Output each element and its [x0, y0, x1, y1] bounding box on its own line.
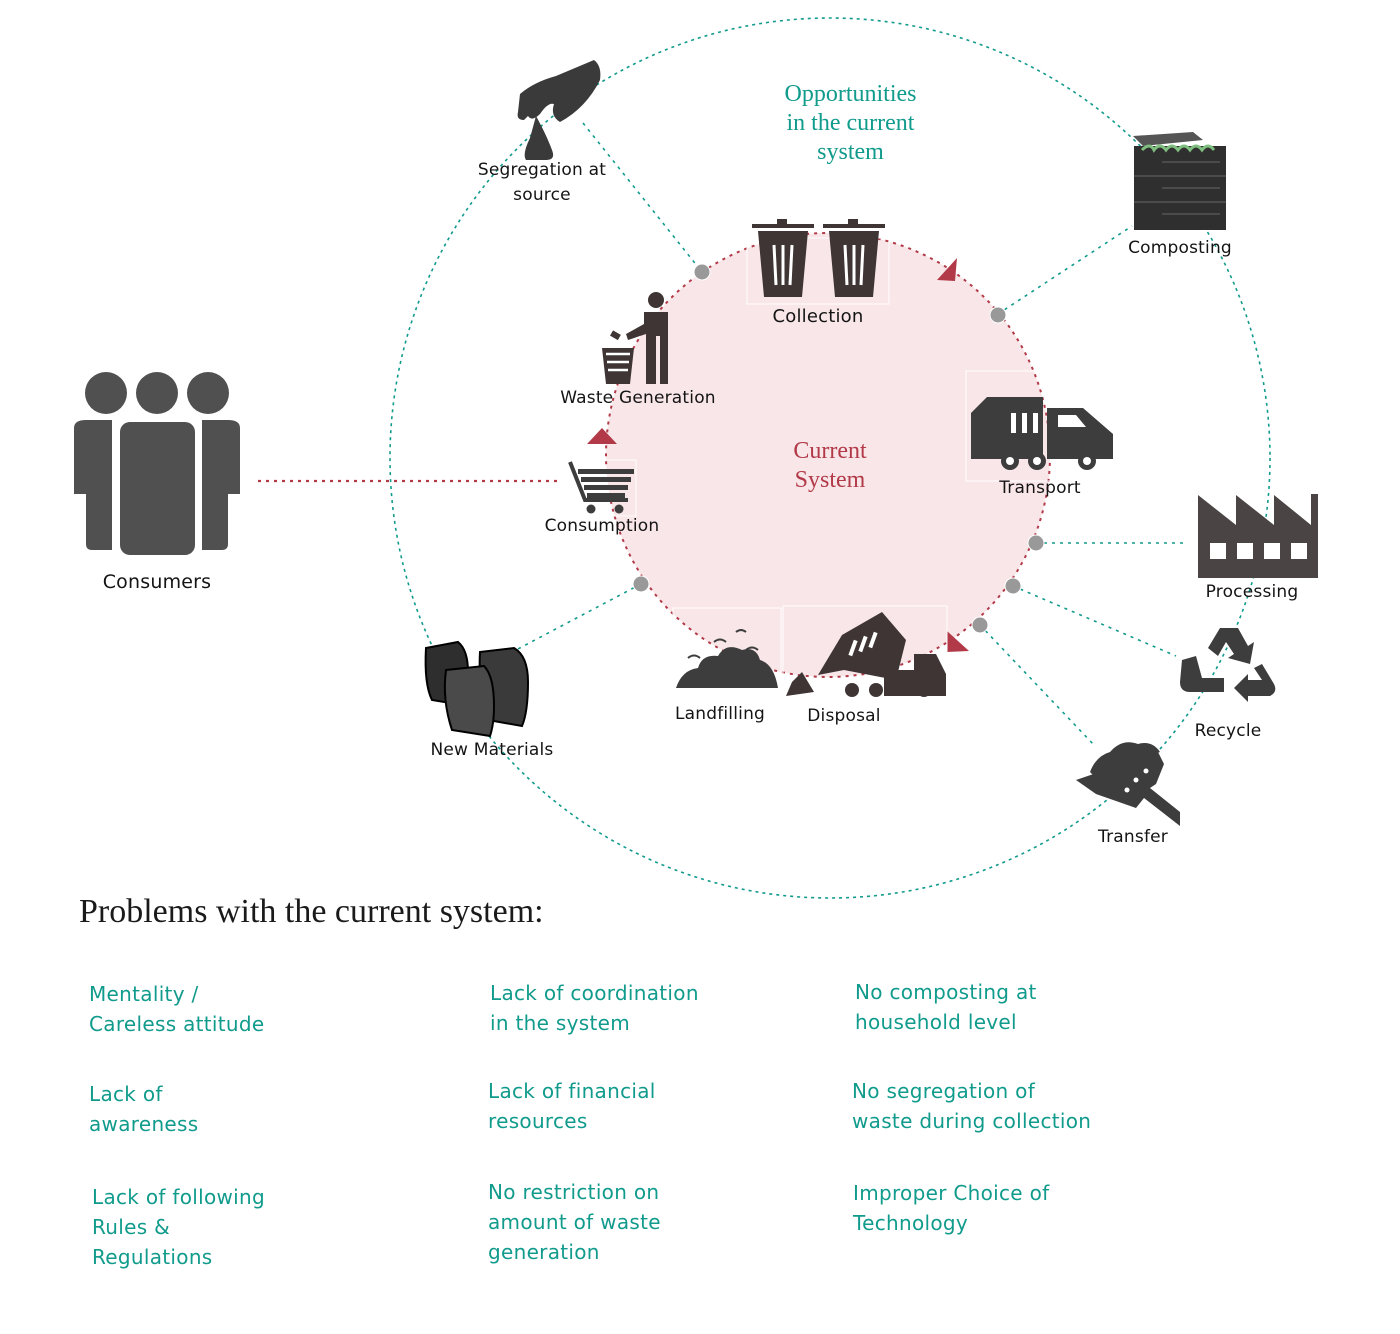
compost-bin-icon — [1133, 132, 1226, 230]
problem-item: Lack of coordination in the system — [490, 981, 699, 1035]
landfilling-label: Landfilling — [674, 704, 766, 724]
hand-picking-icon — [517, 60, 601, 160]
shopping-cart-icon — [568, 459, 637, 517]
consumption-label: Consumption — [544, 516, 660, 536]
transfer-label: Transfer — [1098, 827, 1168, 847]
current-system-title: Current System — [793, 438, 867, 493]
waste-cycle-diagram — [74, 17, 1318, 899]
problem-item: No restriction on amount of waste genera… — [488, 1180, 661, 1264]
garbage-truck-icon — [965, 370, 1113, 482]
people-group-icon — [74, 372, 240, 555]
flow-arrow-icon — [947, 631, 969, 652]
problem-item: No composting at household level — [855, 980, 1037, 1034]
consumers-label: Consumers — [102, 571, 212, 593]
processing-label: Processing — [1205, 582, 1299, 602]
problem-item: Lack of financial resources — [488, 1079, 656, 1133]
recycle-label: Recycle — [1194, 721, 1262, 741]
landfill-icon — [672, 607, 782, 691]
problem-item: Lack of awareness — [89, 1082, 199, 1136]
composting-label: Composting — [1128, 238, 1232, 258]
recycle-icon — [1180, 628, 1276, 702]
disposal-label: Disposal — [807, 706, 881, 726]
node-dots — [632, 263, 1045, 634]
person-trash-icon — [602, 292, 668, 384]
flow-arrow-icon — [587, 428, 617, 444]
trash-bins-icon — [746, 219, 890, 305]
transfer-scoop-icon — [1076, 742, 1180, 826]
problems-title: Problems with the current system: — [79, 893, 544, 930]
problem-item: Lack of following Rules & Regulations — [92, 1185, 265, 1269]
new-materials-label: New Materials — [430, 740, 554, 760]
dump-truck-icon — [782, 605, 948, 697]
transport-label: Transport — [999, 478, 1081, 498]
segregation-label: Segregation at source — [477, 160, 607, 205]
waste-generation-label: Waste Generation — [560, 388, 716, 408]
problem-item: Mentality / Careless attitude — [89, 982, 265, 1036]
factory-icon — [1198, 494, 1318, 578]
flow-arrow-icon — [937, 258, 957, 281]
problem-item: Improper Choice of Technology — [853, 1181, 1050, 1235]
collection-label: Collection — [772, 306, 864, 327]
opportunity-connectors — [515, 122, 1188, 746]
opportunities-title: Opportunities in the current system — [784, 81, 917, 165]
problem-item: No segregation of waste during collectio… — [852, 1079, 1092, 1133]
material-bags-icon — [424, 640, 530, 738]
opportunities-ring — [389, 17, 1271, 899]
